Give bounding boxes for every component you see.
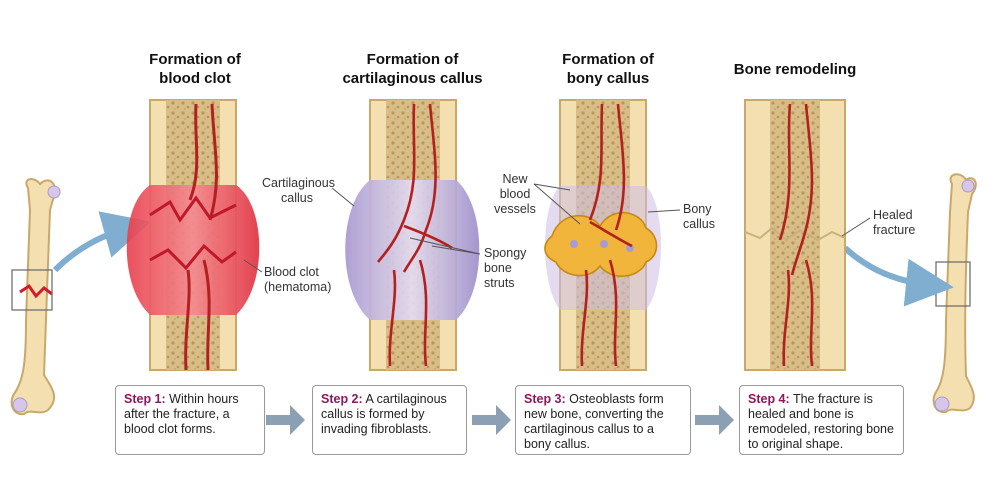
step-4-text: The fracture is healed and bone is remod… [748, 392, 894, 451]
step-box-1: Step 1: Within hours after the fracture,… [115, 385, 265, 455]
step-2-title: Step 2: [321, 392, 363, 406]
panel-blood-clot-illustration [126, 99, 260, 371]
step-arrow-3 [695, 405, 734, 435]
label-new-blood-vessels: New blood vessels [494, 172, 536, 216]
label-bony-callus: Bony callus [683, 202, 715, 231]
zoom-arrow-right [842, 245, 954, 307]
zoom-arrow-left [52, 211, 152, 273]
step-3-title: Step 3: [524, 392, 566, 406]
step-4-title: Step 4: [748, 392, 790, 406]
heading-panel3: Formation of bony callus [562, 51, 654, 87]
step-1-title: Step 1: [124, 392, 166, 406]
label-spongy-bone-struts: Spongy bone struts [484, 246, 527, 290]
step-1-text: Within hours after the fracture, a blood… [124, 392, 239, 436]
step-arrows [266, 405, 734, 435]
step-2-text: A cartilaginous callus is formed by inva… [321, 392, 447, 436]
heading-panel2: Formation of cartilaginous callus [342, 51, 483, 87]
step-box-2: Step 2: A cartilaginous callus is formed… [312, 385, 467, 455]
leader-lines [243, 183, 871, 273]
step-arrow-2 [472, 405, 511, 435]
label-cartilaginous-callus: Cartilaginous callus [262, 176, 335, 205]
panel-bone-remodeling-illustration [744, 99, 846, 371]
left-whole-bone [10, 178, 61, 416]
step-3-text: Osteoblasts form new bone, converting th… [524, 392, 664, 451]
panel-bony-callus-illustration [544, 99, 661, 371]
right-whole-bone [932, 173, 977, 414]
label-blood-clot: Blood clot (hematoma) [264, 265, 332, 294]
step-arrow-1 [266, 405, 305, 435]
label-healed-fracture: Healed fracture [873, 208, 916, 237]
heading-panel1: Formation of blood clot [149, 51, 241, 87]
step-box-3: Step 3: Osteoblasts form new bone, conve… [515, 385, 691, 455]
heading-panel4: Bone remodeling [733, 61, 857, 78]
panel-cartilaginous-callus-illustration [345, 99, 480, 371]
step-box-4: Step 4: The fracture is healed and bone … [739, 385, 904, 455]
